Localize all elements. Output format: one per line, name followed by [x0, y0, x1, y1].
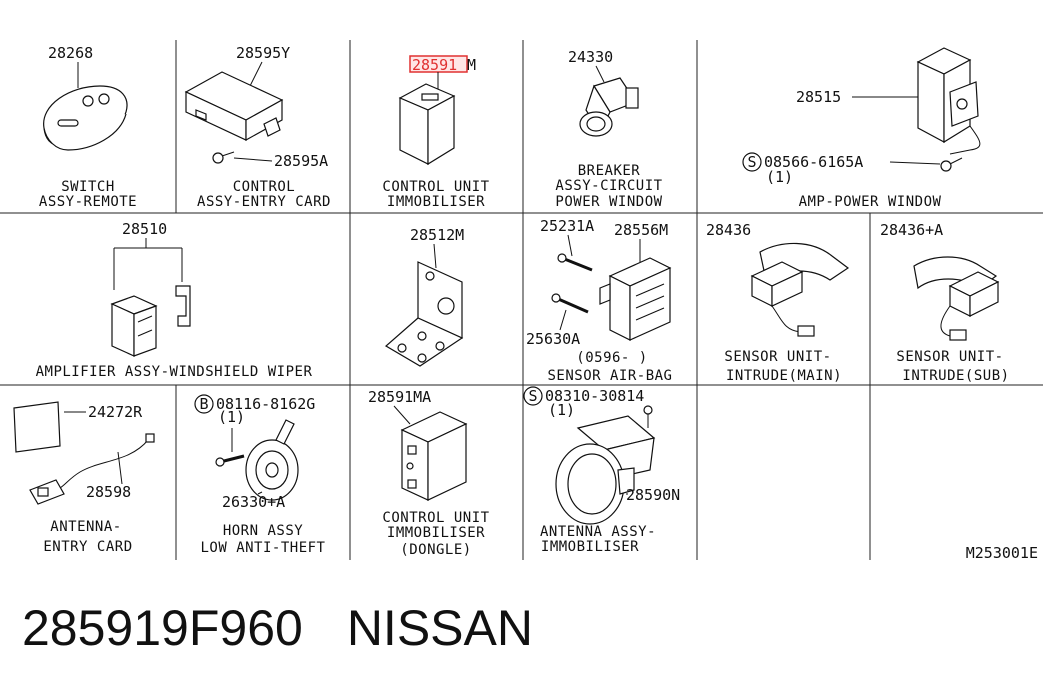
remote-switch-illustration: [43, 85, 128, 151]
screw-icon: [643, 405, 653, 428]
caption-line-1: SWITCH: [61, 179, 115, 195]
caption-line-2: ENTRY CARD: [43, 539, 132, 555]
part-number-b: 28590N: [626, 486, 680, 504]
caption-line-1: CONTROL UNIT: [382, 179, 489, 195]
breaker-illustration: [579, 77, 639, 137]
caption-line-2: ASSY-REMOTE: [39, 194, 137, 210]
part-number: 24330: [568, 48, 613, 66]
part-number-highlighted: 28591: [412, 56, 457, 74]
diagram-code: M253001E: [966, 544, 1038, 562]
footer-part-number: 285919F960: [22, 600, 303, 656]
diagram-grid: [0, 40, 1043, 560]
svg-text:S: S: [747, 153, 756, 171]
part-number-b: 28556M: [614, 221, 668, 239]
amplifier-illustration: [110, 285, 191, 357]
horn-illustration: [245, 419, 299, 501]
part-number-a: 08310-30814: [545, 387, 644, 405]
caption-line-1: ANTENNA-: [50, 519, 121, 535]
amp-illustration: [916, 47, 981, 155]
bracket-illustration: [384, 261, 464, 367]
screw-icon: [212, 151, 235, 164]
caption-line-1: CONTROL: [233, 179, 296, 195]
part-number-b: 28595A: [274, 152, 328, 170]
part-number-b: 28598: [86, 483, 131, 501]
screw-icon: [551, 293, 589, 314]
caption-line-2: IMMOBILISER: [387, 194, 485, 210]
caption-line-1: (0596- ): [576, 350, 647, 366]
caption-line-2: LOW ANTI-THEFT: [200, 540, 325, 556]
part-number-a: 24272R: [88, 403, 143, 421]
part-number: 28436+A: [880, 221, 943, 239]
quantity: (1): [548, 401, 575, 419]
cell-control-unit-immobiliser: 28591 M CONTROL UNIT IMMOBILISER: [382, 55, 489, 210]
screw-icon: [557, 253, 593, 272]
cell-amplifier-wiper: 28510 AMPLIFIER ASSY-WINDSHIELD WIPER: [36, 220, 313, 380]
caption-line-3: (DONGLE): [400, 542, 471, 558]
cell-amp-power-window: 28515 S 08566-6165A (1) AMP-POWER WINDOW: [742, 47, 981, 210]
caption-line-2: ASSY-CIRCUIT: [555, 178, 662, 194]
bolt-icon: [215, 454, 245, 467]
caption-line-2: IMMOBILISER: [387, 525, 485, 541]
caption-line-2: IMMOBILISER: [541, 539, 639, 555]
part-number-a: 08116-8162G: [216, 395, 315, 413]
sensor-illustration: [599, 257, 672, 341]
caption-line-2: INTRUDE(MAIN): [726, 368, 842, 384]
caption-line-3: POWER WINDOW: [555, 194, 662, 210]
dongle-illustration: [400, 411, 468, 501]
caption-line-1: BREAKER: [578, 163, 641, 179]
caption-line-2: SENSOR AIR-BAG: [547, 368, 672, 384]
b-circle-icon: B: [194, 394, 214, 414]
part-number: 28268: [48, 44, 93, 62]
cell-antenna-immobiliser: S 08310-30814 (1) 28590N ANTENNA ASSY- I…: [523, 386, 680, 555]
part-number-b: 26330+A: [222, 493, 285, 511]
part-number: 28591MA: [368, 388, 431, 406]
caption-line-1: SENSOR UNIT-: [724, 349, 831, 365]
part-number-a: 28595Y: [236, 44, 290, 62]
antenna-ring-illustration: [555, 415, 656, 525]
cell-horn-assy: B 08116-8162G (1) 26330+A HORN ASSY LOW …: [194, 394, 325, 556]
cell-sensor-intrude-sub: 28436+A SENSOR UNIT- INTRUDE(SUB): [880, 221, 1009, 384]
cell-circuit-breaker: 24330 BREAKER ASSY-CIRCUIT POWER WINDOW: [555, 48, 662, 210]
caption-line-1: HORN ASSY: [223, 523, 303, 539]
svg-text:S: S: [528, 387, 537, 405]
part-number-a: 28515: [796, 88, 841, 106]
s-circle-icon: S: [742, 152, 762, 172]
cell-control-entry-card: 28595Y 28595A CONTROL ASSY-ENTRY CARD: [184, 44, 331, 210]
cell-antenna-entry-card: 24272R 28598 ANTENNA- ENTRY CARD: [13, 401, 155, 555]
caption-line-1: SENSOR UNIT-: [896, 349, 1003, 365]
footer-caption: 285919F960 NISSAN: [22, 596, 533, 660]
cell-airbag-sensor: 25231A 28556M 25630A (0596- ) SENSOR AIR…: [526, 217, 672, 384]
s-circle-icon: S: [523, 386, 543, 406]
antenna-cable-illustration: [29, 433, 155, 505]
caption-line-1: AMP-POWER WINDOW: [799, 194, 942, 210]
part-number-b: 08566-6165A: [764, 153, 863, 171]
control-unit-illustration: [398, 83, 456, 166]
cell-sensor-intrude-main: 28436 SENSOR UNIT- INTRUDE(MAIN): [706, 221, 850, 384]
cell-control-unit-dongle: 28591MA CONTROL UNIT IMMOBILISER (DONGLE…: [368, 388, 489, 558]
caption-line-2: INTRUDE(SUB): [902, 368, 1009, 384]
part-number: 28436: [706, 221, 751, 239]
caption-line-1: AMPLIFIER ASSY-WINDSHIELD WIPER: [36, 364, 313, 380]
caption-line-1: CONTROL UNIT: [382, 510, 489, 526]
entry-card-control-illustration: [184, 71, 284, 142]
part-number: 28510: [122, 220, 167, 238]
svg-text:B: B: [199, 395, 208, 413]
footer-brand: NISSAN: [346, 600, 533, 656]
sensor-main-illustration: [750, 242, 850, 337]
caption-line-2: ASSY-ENTRY CARD: [197, 194, 331, 210]
caption-line-1: ANTENNA ASSY-: [540, 524, 656, 540]
part-number-suffix: M: [467, 56, 476, 74]
card-illustration: [13, 401, 61, 453]
sensor-sub-illustration: [913, 256, 1000, 341]
cell-switch-remote: 28268 SWITCH ASSY-REMOTE: [39, 44, 137, 210]
quantity: (1): [218, 408, 245, 426]
parts-diagram: 28268 SWITCH ASSY-REMOTE 28595Y 28595A C…: [0, 40, 1043, 562]
part-number-a: 25231A: [540, 217, 594, 235]
part-number: 28512M: [410, 226, 464, 244]
cell-bracket: 28512M: [384, 226, 464, 367]
part-number-c: 25630A: [526, 330, 580, 348]
quantity: (1): [766, 168, 793, 186]
bolt-icon: [940, 157, 963, 172]
